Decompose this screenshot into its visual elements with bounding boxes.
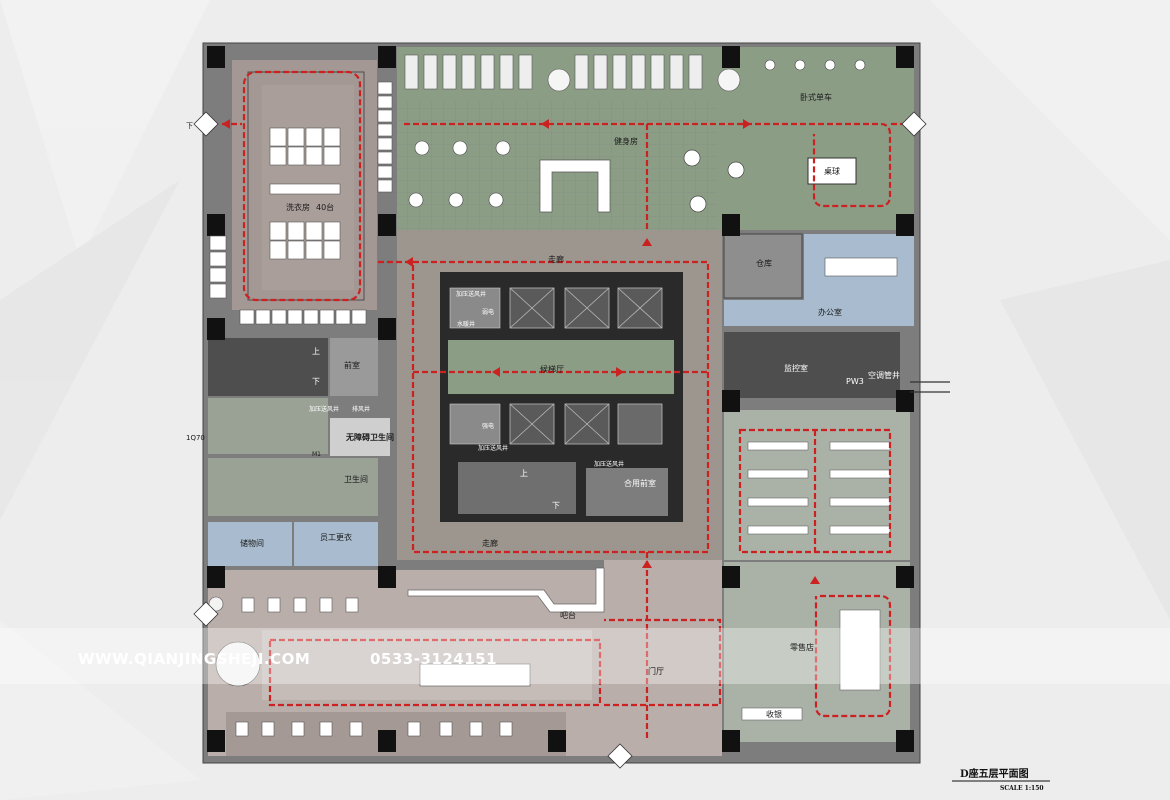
label-strong-current: 强电 xyxy=(482,422,494,430)
label-wc: 卫生间 xyxy=(344,474,368,484)
label-office: 办公室 xyxy=(818,307,842,317)
recumbent-bikes xyxy=(764,59,866,71)
elevators-top xyxy=(509,287,663,329)
watermark-url: WWW.QIANJINGSHEJI.COM xyxy=(78,650,310,668)
wc-floor-bottom xyxy=(208,458,378,516)
elevator-hall-floor xyxy=(448,340,674,394)
storage-floor xyxy=(208,522,292,566)
label-lobby: 门厅 xyxy=(648,666,664,676)
gym-reception xyxy=(539,159,611,213)
label-pressure-shaft-3: 加压送风井 xyxy=(478,444,508,452)
office-desks xyxy=(824,257,898,277)
label-ac-shaft: 空调管井 xyxy=(868,370,900,380)
accessible-wc-floor xyxy=(330,418,390,456)
plan-title: D座五层平面图 xyxy=(960,767,1029,780)
retail-shelves xyxy=(741,441,891,721)
circulation-route xyxy=(222,70,906,740)
gym-plants xyxy=(547,68,741,92)
label-front-room: 前室 xyxy=(344,360,360,370)
label-pressure-shaft-2: 加压送风井 xyxy=(456,290,486,298)
label-laundry: 洗衣房 xyxy=(286,202,310,212)
warehouse-floor xyxy=(723,233,803,299)
label-corridor-top: 走廊 xyxy=(548,254,564,264)
lobby-floor xyxy=(604,560,722,756)
gym-tables xyxy=(683,149,745,213)
monitor-room-floor xyxy=(724,332,900,398)
label-staff-locker: 员工更衣 xyxy=(320,532,352,542)
label-billiards: 桌球 xyxy=(824,166,840,176)
label-water-heating: 水暖井 xyxy=(457,320,475,328)
bar-counter xyxy=(407,567,605,687)
label-shared-front-room: 合用前室 xyxy=(624,478,656,488)
retail-upper-floor xyxy=(724,410,910,560)
label-stair-up-2: 上 xyxy=(520,469,528,478)
label-bar: 吧台 xyxy=(560,610,576,620)
shared-front-room-floor xyxy=(586,468,668,516)
label-warehouse: 仓库 xyxy=(756,258,772,268)
label-pressure-shaft-1: 加压送风井 xyxy=(309,405,339,413)
gym-treadmills xyxy=(404,54,703,90)
exit-diamonds xyxy=(193,111,927,769)
bar-stools xyxy=(235,597,513,737)
label-cashier: 收银 xyxy=(766,709,782,719)
office-floor xyxy=(804,234,914,326)
label-wc-m1: M1 xyxy=(312,451,321,458)
billiard-table xyxy=(807,157,857,185)
label-retail: 零售店 xyxy=(790,642,814,652)
label-down-mark: 下 xyxy=(186,122,193,130)
laundry-machines xyxy=(269,127,341,260)
label-accessible-wc: 无障碍卫生间 xyxy=(345,432,394,442)
stair-room-floor xyxy=(208,338,328,396)
label-stair-up-1: 上 xyxy=(312,347,320,356)
watermark-band xyxy=(0,628,1170,684)
lounge-round-tables xyxy=(208,596,261,687)
label-dimension: 1Q70 xyxy=(186,434,205,442)
label-elevator-hall: 候梯厅 xyxy=(540,364,564,374)
label-storage: 储物间 xyxy=(240,538,264,548)
wc-floor-top xyxy=(208,398,328,454)
core-service-rooms xyxy=(449,287,501,445)
route-arrows xyxy=(222,119,914,584)
front-room-floor xyxy=(330,338,378,396)
label-exhaust: 排风井 xyxy=(352,405,370,413)
label-monitor-room: 监控室 xyxy=(784,363,808,373)
label-weak-current: 弱电 xyxy=(482,308,494,316)
label-laundry-count: 40台 xyxy=(316,202,334,212)
label-pressure-shaft-4: 加压送风井 xyxy=(594,460,624,468)
label-stair-down-1: 下 xyxy=(312,377,320,386)
label-recumbent-bike: 卧式单车 xyxy=(800,92,832,102)
stair-floor xyxy=(458,462,576,514)
label-corridor-bottom: 走廊 xyxy=(482,538,498,548)
staff-locker-floor xyxy=(294,522,378,566)
elevators-bottom xyxy=(509,403,663,445)
label-pw3: PW3 xyxy=(846,377,864,386)
label-gym: 健身房 xyxy=(614,136,638,146)
label-stair-down-2: 下 xyxy=(552,501,560,510)
office-lower-floor xyxy=(724,300,804,326)
gym-equipment xyxy=(408,140,511,208)
structural-columns xyxy=(207,46,914,752)
balcony-right xyxy=(910,381,950,393)
plan-scale: SCALE 1:150 xyxy=(1000,785,1044,792)
laundry-side-machines xyxy=(209,81,393,325)
watermark-phone: 0533-3124151 xyxy=(370,650,497,668)
